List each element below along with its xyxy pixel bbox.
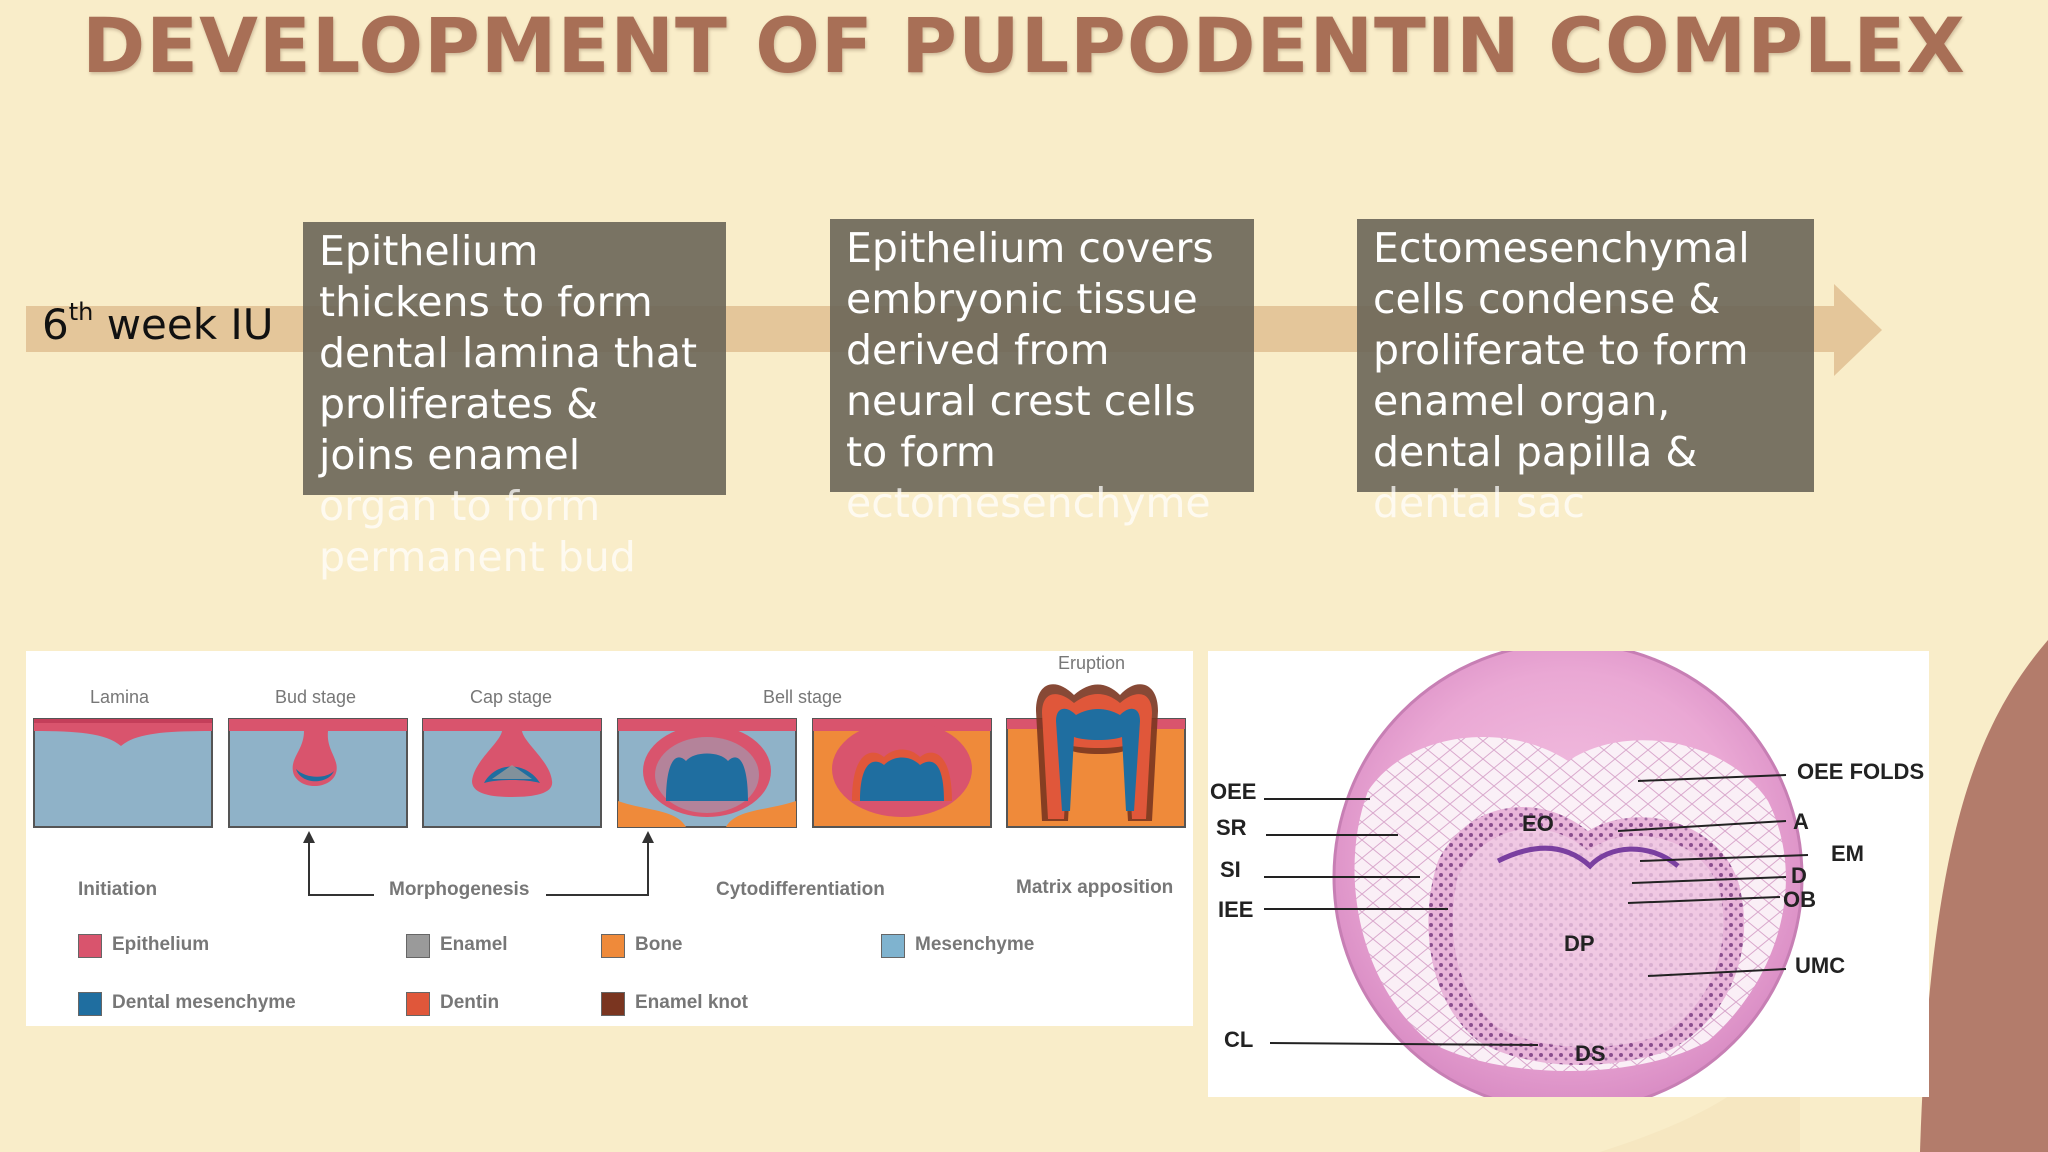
bell-panel-2 <box>812 718 992 828</box>
week-rest: week IU <box>93 300 274 349</box>
process-box-1-overflow: organ to form permanent bud <box>319 482 636 581</box>
process-box-3-overflow: dental sac <box>1373 479 1585 527</box>
lamina-panel <box>33 718 213 828</box>
week-suffix: th <box>68 298 94 326</box>
legend-swatch-enamel <box>406 934 430 958</box>
phase-cytodifferentiation: Cytodifferentiation <box>716 879 885 900</box>
process-box-1-text: Epithelium thickens to form dental lamin… <box>319 226 697 583</box>
label-bell-stage: Bell stage <box>763 687 843 707</box>
tooth-stages-diagram: Lamina Bud stage Cap stage Bell stage Er… <box>26 651 1193 1026</box>
bell-panel-1 <box>617 718 797 828</box>
eruption-panel <box>1006 684 1186 828</box>
label-bud-stage: Bud stage <box>275 687 357 707</box>
process-box-3-visible: Ectomesenchymal cells condense & prolife… <box>1373 224 1750 476</box>
process-box-3: Ectomesenchymal cells condense & prolife… <box>1357 219 1814 527</box>
histo-label-a: A <box>1793 809 1809 834</box>
histo-label-si: SI <box>1220 857 1241 882</box>
legend-epithelium: Epithelium <box>112 934 210 955</box>
process-box-2-text: Epithelium covers embryonic tissue deriv… <box>846 223 1214 529</box>
legend-swatch-dentin <box>406 992 430 1016</box>
label-cap-stage: Cap stage <box>470 687 553 707</box>
legend-swatch-epithelium <box>78 934 102 958</box>
phase-matrix-apposition: Matrix apposition <box>1016 877 1174 898</box>
legend-swatch-mesenchyme <box>881 934 905 958</box>
histo-label-eo: EO <box>1522 811 1554 836</box>
histo-label-sr: SR <box>1216 815 1247 840</box>
legend-dental-mesenchyme: Dental mesenchyme <box>112 992 296 1013</box>
histo-label-dp: DP <box>1564 931 1595 956</box>
legend-bone: Bone <box>635 934 683 955</box>
process-box-1: Epithelium thickens to form dental lamin… <box>303 222 726 581</box>
phase-morphogenesis: Morphogenesis <box>389 879 530 900</box>
histo-label-em: EM <box>1831 841 1864 866</box>
process-box-1-visible: Epithelium thickens to form dental lamin… <box>319 227 698 479</box>
histo-label-cl: CL <box>1224 1027 1254 1052</box>
label-eruption: Eruption <box>1058 653 1126 673</box>
process-box-2: Epithelium covers embryonic tissue deriv… <box>830 219 1254 527</box>
legend-mesenchyme: Mesenchyme <box>915 934 1035 955</box>
bud-panel <box>228 718 408 828</box>
legend-dentin: Dentin <box>440 992 500 1013</box>
legend-swatch-bone <box>601 934 625 958</box>
histo-label-iee: IEE <box>1218 897 1254 922</box>
week-number: 6 <box>42 300 69 349</box>
morphogenesis-arrows <box>308 835 649 896</box>
legend-enamel: Enamel <box>440 934 508 955</box>
timeline-arrowhead <box>1834 284 1882 376</box>
legend-swatch-dental-mesenchyme <box>78 992 102 1016</box>
phase-initiation: Initiation <box>78 879 158 900</box>
histo-label-oee: OEE <box>1210 779 1257 804</box>
cap-panel <box>422 718 602 828</box>
histo-label-umc: UMC <box>1795 953 1846 978</box>
process-box-2-overflow: ectomesenchyme <box>846 479 1211 527</box>
histology-image: OEE SR SI IEE CL OEE FOLDS A EM D OB UMC… <box>1208 651 1929 1097</box>
page-title: DEVELOPMENT OF PULPODENTIN COMPLEX <box>82 1 1966 90</box>
legend-swatch-enamel-knot <box>601 992 625 1016</box>
histo-label-oee-folds: OEE FOLDS <box>1797 759 1925 784</box>
histo-label-d: D <box>1791 863 1807 888</box>
histology-art <box>1264 651 1809 1097</box>
histo-label-ds: DS <box>1575 1041 1606 1066</box>
week-label: 6th week IU <box>42 298 274 349</box>
process-box-2-visible: Epithelium covers embryonic tissue deriv… <box>846 224 1214 476</box>
legend-enamel-knot: Enamel knot <box>635 992 748 1013</box>
histo-label-ob: OB <box>1783 887 1816 912</box>
process-box-3-text: Ectomesenchymal cells condense & prolife… <box>1373 223 1750 529</box>
label-lamina: Lamina <box>90 687 150 707</box>
tooth-stages-art <box>33 684 1186 896</box>
